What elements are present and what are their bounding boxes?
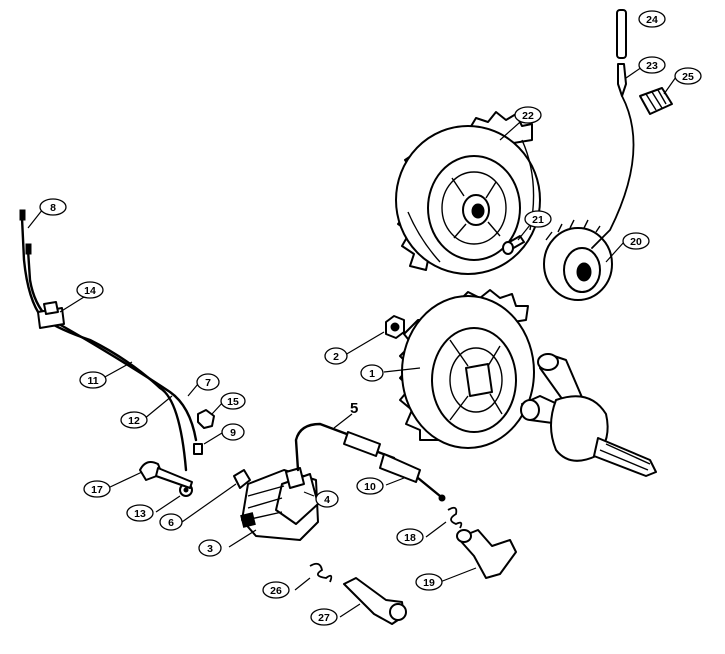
- callout-13: 13: [126, 504, 154, 522]
- svg-text:13: 13: [134, 508, 146, 520]
- callout-19: 19: [415, 573, 443, 591]
- callout-11: 11: [79, 371, 107, 389]
- callout-12: 12: [120, 411, 148, 429]
- callout-15: 15: [220, 392, 246, 410]
- leader-lines: [27, 66, 677, 618]
- callout-3: 3: [198, 539, 222, 557]
- callout-21: 23: [638, 56, 666, 74]
- svg-text:12: 12: [128, 415, 140, 427]
- svg-text:9: 9: [230, 427, 236, 439]
- svg-text:17: 17: [91, 484, 103, 496]
- callout-9: 9: [221, 423, 245, 441]
- callout-23: 22: [514, 106, 542, 124]
- svg-text:8: 8: [50, 202, 56, 214]
- flywheel-upper: [395, 111, 541, 275]
- svg-text:11: 11: [87, 375, 98, 387]
- svg-text:5: 5: [350, 400, 358, 417]
- clip-21: [617, 63, 627, 97]
- svg-text:22: 22: [522, 110, 534, 122]
- svg-text:6: 6: [168, 517, 174, 529]
- svg-text:14: 14: [84, 285, 96, 297]
- ignition-module: [233, 422, 446, 541]
- callout-17: 17: [83, 480, 111, 498]
- wiring-harness: [19, 209, 203, 497]
- callout-24: 24: [638, 10, 666, 28]
- callout-2: 2: [324, 347, 348, 365]
- callout-20: 20: [622, 232, 650, 250]
- svg-text:26: 26: [270, 585, 282, 597]
- svg-text:24: 24: [646, 14, 658, 26]
- svg-text:23: 23: [646, 60, 658, 72]
- callout-14: 14: [76, 281, 104, 299]
- svg-text:19: 19: [423, 577, 435, 589]
- spring-26: [309, 562, 333, 583]
- svg-text:2: 2: [333, 351, 339, 363]
- boot-27: [343, 577, 407, 625]
- svg-text:15: 15: [227, 396, 239, 408]
- callout-22: 21: [524, 210, 552, 228]
- callout-18: 18: [396, 528, 424, 546]
- nut-2: [385, 315, 405, 339]
- callout-10: 10: [356, 477, 384, 495]
- callout-5: 5: [350, 400, 358, 417]
- nut-15: [197, 409, 215, 429]
- crankshaft: [520, 353, 657, 477]
- spring-18: [447, 506, 463, 529]
- screw-17: [139, 461, 193, 489]
- svg-text:4: 4: [324, 494, 330, 506]
- callout-1: 1: [360, 364, 384, 382]
- sleeve-25: [639, 87, 673, 115]
- callout-6: 6: [159, 513, 183, 531]
- callout-7: 7: [196, 373, 220, 391]
- screw-22: [502, 235, 525, 255]
- flywheel-lower: [399, 289, 535, 449]
- svg-text:27: 27: [318, 612, 330, 624]
- svg-text:18: 18: [404, 532, 416, 544]
- svg-text:10: 10: [364, 481, 376, 493]
- callout-27: 27: [310, 608, 338, 626]
- svg-text:21: 21: [532, 214, 544, 226]
- svg-text:25: 25: [682, 71, 694, 83]
- callouts: 8 14 11 12 7 15 9 17: [39, 10, 702, 626]
- callout-4: 4: [315, 490, 339, 508]
- svg-text:1: 1: [369, 368, 375, 380]
- starter-rope: [591, 95, 635, 249]
- pawl-carrier: [543, 219, 613, 301]
- boot-19: [456, 529, 517, 579]
- callout-26: 26: [262, 581, 290, 599]
- svg-text:3: 3: [207, 543, 213, 555]
- callout-25: 25: [674, 67, 702, 85]
- svg-text:7: 7: [205, 377, 211, 389]
- callout-8: 8: [39, 198, 67, 216]
- svg-text:20: 20: [630, 236, 642, 248]
- pin-24: [616, 9, 627, 59]
